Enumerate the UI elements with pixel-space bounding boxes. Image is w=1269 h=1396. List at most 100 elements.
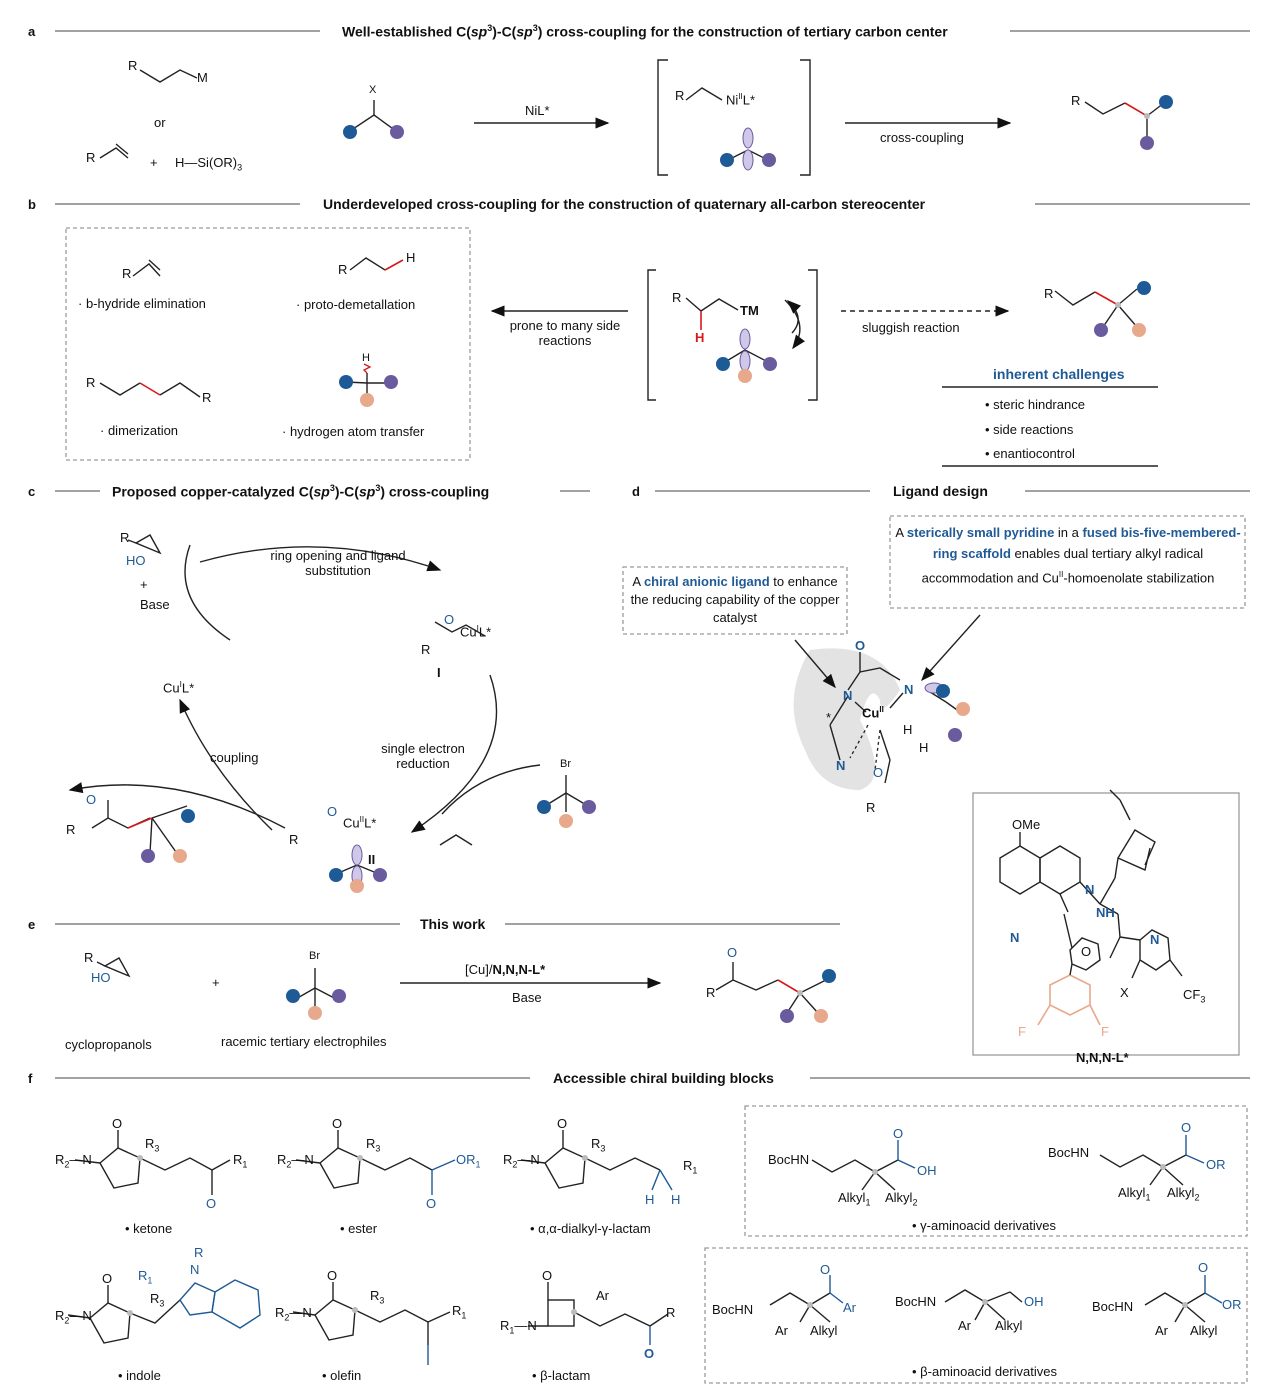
olefin-lactam-o: O (327, 1268, 338, 1283)
coupling-label: coupling (210, 750, 259, 765)
panel-b-title: Underdeveloped cross-coupling for the co… (323, 196, 926, 212)
ketone-r3: R3 (145, 1136, 160, 1154)
ketone-lactam-o: O (112, 1116, 123, 1131)
d-amine-n: N (836, 758, 846, 773)
e-reagent: [Cu]/N,N,N-L* (465, 962, 546, 977)
baa-ar1: Ar (775, 1323, 788, 1338)
int1-o: O (444, 612, 455, 627)
ester-or1: OR1 (456, 1152, 481, 1170)
nucleophile-r: R (128, 58, 138, 73)
c-br: Br (560, 758, 571, 770)
indole-r2: R2—N (55, 1308, 92, 1326)
f-label-1: F (1018, 1024, 1026, 1039)
baa-bochn-1: BocHN (712, 1302, 754, 1317)
gl-lactam-o: O (557, 1116, 568, 1131)
gl-r2: R2—N (503, 1152, 540, 1170)
indole-r3: R3 (150, 1291, 165, 1309)
challenge-3: • enantiocontrol (985, 446, 1075, 461)
d-carbonyl-o: O (855, 638, 866, 653)
quinuclidine-n: N (1085, 882, 1095, 897)
olefin-r3: R3 (370, 1288, 385, 1306)
baa-ar2: Ar (958, 1318, 971, 1333)
indole-n: N (190, 1262, 200, 1277)
ketone-r2: R2—N (55, 1152, 92, 1170)
e-r: R (84, 950, 94, 965)
panel-c-letter: c (28, 484, 36, 499)
c-product-o: O (86, 792, 97, 807)
int1-cu: CuIL* (460, 624, 492, 640)
dimer-r1: R (86, 375, 96, 390)
ester-r2: R2—N (277, 1152, 314, 1170)
panel-e-letter: e (28, 917, 36, 932)
e-product-o: O (727, 945, 738, 960)
panel-e-title: This work (420, 916, 486, 932)
int2-label: II (368, 852, 376, 867)
e-product-r: R (706, 985, 716, 1000)
challenges-title: inherent challenges (993, 366, 1125, 382)
baa-oh: OH (1024, 1294, 1044, 1309)
ketone-o: O (206, 1196, 217, 1211)
panel-a-title: Well-established C(sp3)-C(sp3) cross-cou… (342, 23, 948, 40)
side-h: H (406, 250, 416, 265)
ligand-box-1: A chiral anionic ligand to enhance the r… (630, 574, 840, 625)
int2-r: R (289, 832, 299, 847)
ome-label: OMe (1012, 817, 1041, 832)
red-h-label: H (695, 330, 705, 345)
ketone-r1: R1 (233, 1152, 248, 1170)
gaa-alkyl3: Alkyl1 (1118, 1185, 1151, 1203)
panel-c-title: Proposed copper-catalyzed C(sp3)-C(sp3) … (112, 483, 490, 500)
silane: H—Si(OR)3 (175, 155, 243, 173)
indole-r1: R1 (138, 1268, 153, 1286)
panel-f-letter: f (28, 1071, 33, 1086)
f-label-2: F (1101, 1024, 1109, 1039)
d-enolate-o: O (873, 765, 884, 780)
product-ketone: • ketone (125, 1221, 173, 1236)
int1-r: R (421, 642, 431, 657)
baa-alkyl1: Alkyl (810, 1323, 838, 1338)
gaa-oh: OH (917, 1163, 937, 1178)
side-reaction-4: · hydrogen atom transfer (282, 424, 425, 439)
side-r2: R (338, 262, 348, 277)
ester-o: O (426, 1196, 437, 1211)
olefin-r1: R1 (452, 1303, 467, 1321)
d-h2: H (919, 740, 929, 755)
sub2-label: racemic tertiary electrophiles (221, 1034, 387, 1049)
gl-r1: R1 (683, 1158, 698, 1176)
sluggish-label: sluggish reaction (862, 320, 960, 335)
gl-h1: H (645, 1192, 655, 1207)
gaa-o1: O (893, 1126, 904, 1141)
bl-r: R (666, 1305, 676, 1320)
e-base: Base (512, 990, 542, 1005)
tm-label: TM (740, 303, 759, 318)
baa-o2: O (1198, 1260, 1209, 1275)
gaa-o2: O (1181, 1120, 1192, 1135)
gaa-alkyl2: Alkyl2 (885, 1190, 918, 1208)
ligand-name: N,N,N-L* (1076, 1050, 1129, 1065)
bl-r1: R1—N (500, 1318, 537, 1336)
int1-label: I (437, 665, 441, 680)
c-base: Base (140, 597, 170, 612)
d-copper: CuII (862, 705, 884, 721)
challenge-2: • side reactions (985, 422, 1074, 437)
challenge-1: • steric hindrance (985, 397, 1085, 412)
or-label: or (154, 115, 166, 130)
gaa-bochn-2: BocHN (1048, 1145, 1090, 1160)
indole-lactam-o: O (102, 1271, 113, 1286)
gaa-alkyl1: Alkyl1 (838, 1190, 871, 1208)
hat-h: H (362, 352, 370, 364)
baa-ar3: Ar (1155, 1323, 1168, 1338)
ligand-box-2: A sterically small pyridine in a fused b… (895, 525, 1241, 586)
gl-r3: R3 (591, 1136, 606, 1154)
baa-alkyl2: Alkyl (995, 1318, 1023, 1333)
nickel-reagent: NiL* (525, 103, 550, 118)
product-ester: • ester (340, 1221, 378, 1236)
cf3-label: CF3 (1183, 987, 1206, 1005)
side-r1: R (122, 266, 132, 281)
indole-r: R (194, 1245, 204, 1260)
x-label: X (1120, 985, 1129, 1000)
gaa-alkyl4: Alkyl2 (1167, 1185, 1200, 1203)
sub1-label: cyclopropanols (65, 1037, 152, 1052)
baa-bochn-2: BocHN (895, 1294, 937, 1309)
beta-aminoacid-label: • β-aminoacid derivatives (912, 1364, 1057, 1379)
side-reaction-3: · dimerization (100, 423, 179, 438)
